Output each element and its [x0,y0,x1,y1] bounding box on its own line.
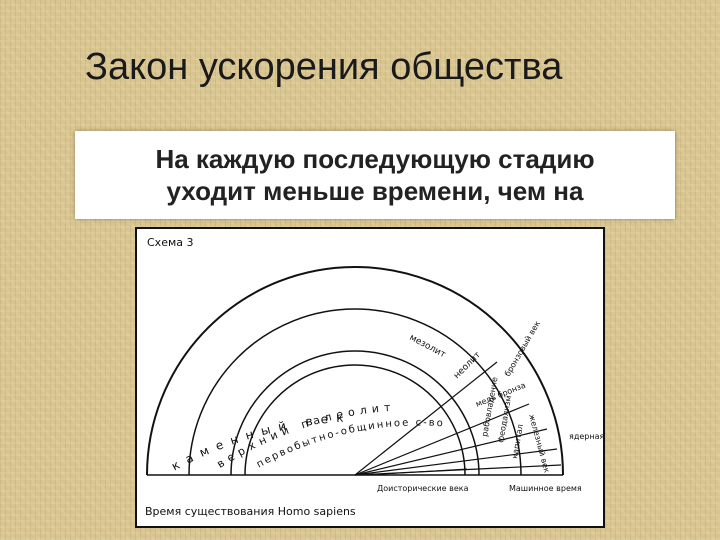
label-nuclear: ядерная эра [569,432,603,441]
label-bronze: бронзовый век [503,319,542,378]
text-box-content: На каждую последующую стадию уходит мень… [75,143,675,207]
label-iron: железный век [527,413,551,474]
text-line-1: На каждую последующую стадию [155,144,595,174]
arc-innermost [244,364,466,476]
scheme-svg: Схема 3 каменный век верхний палеолит пе… [145,236,603,518]
divider-6 [366,468,468,476]
label-mesolith: мезолит [408,333,448,360]
text-box: На каждую последующую стадию уходит мень… [75,131,675,219]
divider-3 [354,428,548,476]
scheme-diagram: Схема 3 каменный век верхний палеолит пе… [135,227,605,528]
scheme-caption: Схема 3 [147,236,194,249]
arc-inner [230,350,480,476]
text-line-2: уходит меньше времени, чем на [166,176,584,206]
label-slavery: рабовладение [480,376,499,437]
divider-4 [354,448,558,476]
label-copper: медь бронза [474,381,527,409]
divider-1 [354,361,498,476]
divider-2 [354,403,530,476]
arc-middle [188,308,522,476]
label-machine-time: Машинное время [509,484,582,493]
slide-title: Закон ускорения общества [85,46,563,88]
scheme-bottom-caption: Время существования Homo sapiens [145,505,356,518]
label-prehistoric: Доисторические века [377,484,469,493]
arc-outer [146,266,564,476]
